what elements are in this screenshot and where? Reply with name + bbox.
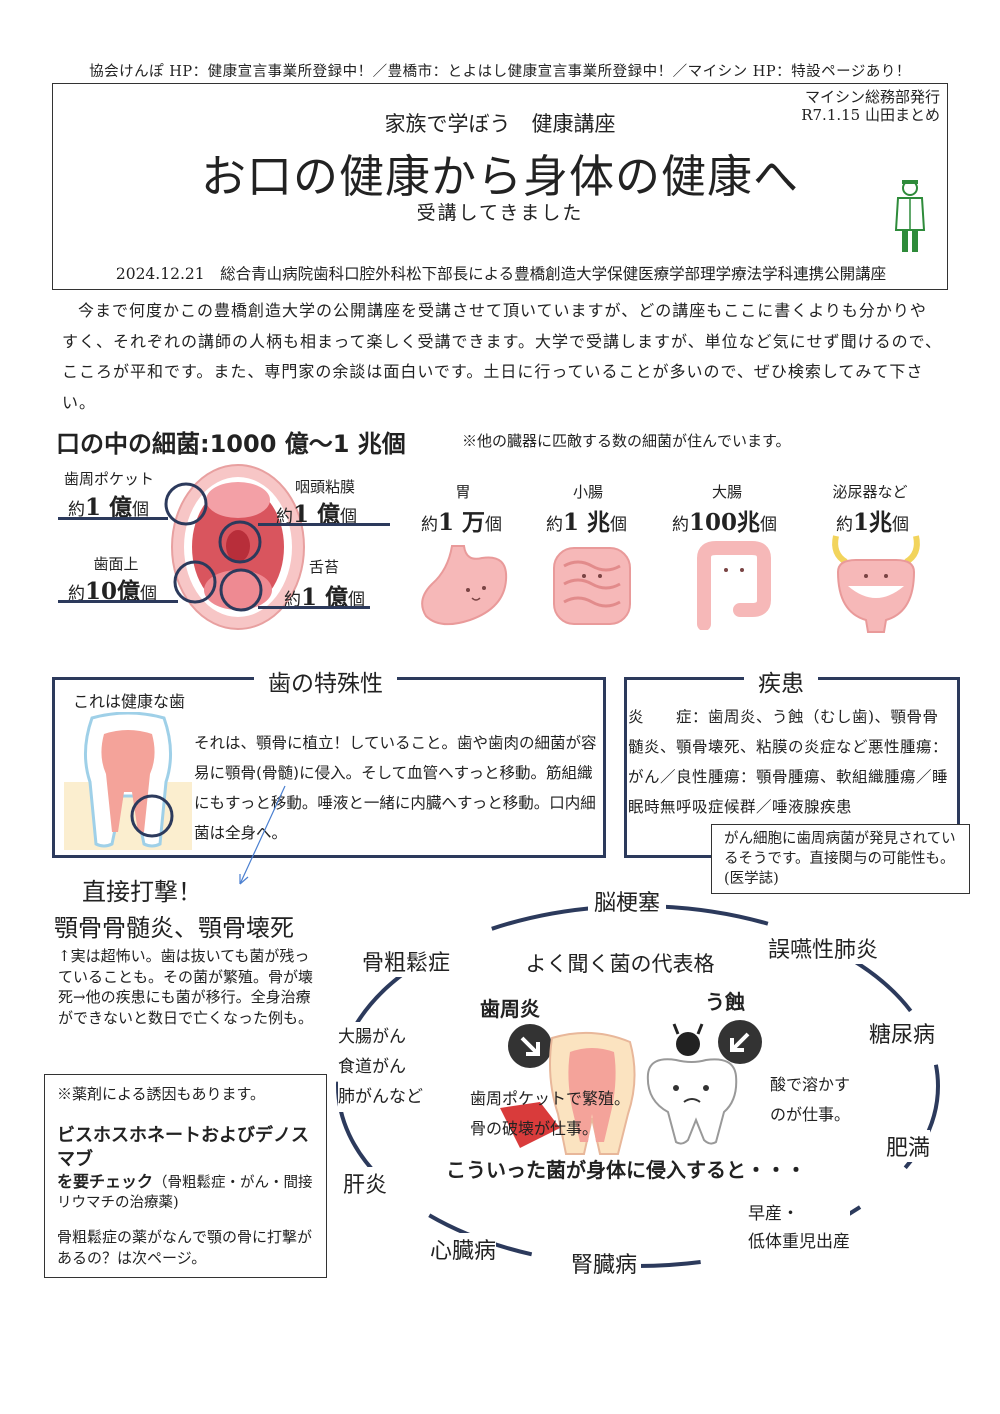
caries-desc-line-1: 酸で溶かす — [770, 1075, 851, 1094]
caries-desc-line-2: のが仕事。 — [770, 1105, 851, 1124]
disease-preterm-birth: 早産・ 低体重児出産 — [748, 1200, 850, 1256]
mouth-callout-markers — [164, 482, 263, 612]
drug-note-footer: 骨粗鬆症の薬がなんで顎の骨に打撃があるの？は次ページ。 — [57, 1228, 313, 1267]
periodontitis-desc-line-2: 骨の破壊が仕事。 — [470, 1119, 599, 1138]
disease-kidney: 腎臓病 — [567, 1247, 642, 1279]
header-subtitle: 家族で学ぼう 健康講座 — [384, 112, 616, 136]
disease-cerebral-infarction: 脳梗塞 — [588, 885, 667, 917]
direct-hit-body: ↑実は超怖い。歯は抜いても菌が残っていることも。その菌が繁殖。骨が壊死→他の疾患… — [58, 947, 314, 1027]
drug-note-check-bold: を要チェック — [57, 1172, 154, 1191]
caries-illustration — [646, 1020, 762, 1145]
mouth-label-periodontal-pocket: 歯周ポケット — [63, 470, 154, 488]
disease-obesity: 肥満 — [886, 1130, 931, 1162]
mouth-line-2 — [258, 523, 390, 526]
header-box — [52, 83, 948, 290]
caries-description: 酸で溶かす のが仕事。 — [770, 1070, 850, 1130]
issuer-line-2: R7.1.15 山田まとめ — [801, 106, 940, 124]
drug-note-check: を要チェック（骨粗鬆症・がん・間接リウマチの治療薬) — [57, 1172, 314, 1213]
large-intestine-icon — [697, 541, 771, 630]
cycle-center-title: よく聞く菌の代表格 — [525, 952, 715, 976]
organ-label-small-intestine: 小腸 — [572, 483, 603, 501]
disease-cancer-line-3: 肺がんなど — [338, 1087, 423, 1107]
periodontitis-label: 歯周炎 — [480, 997, 540, 1021]
disease-cancer-line-1: 大腸がん — [338, 1027, 406, 1047]
disease-aspiration-pneumonia: 誤嚥性肺炎 — [768, 932, 879, 964]
healthy-tooth-illustration — [64, 712, 192, 850]
mouth-count-periodontal-pocket: 約1 億個 — [68, 494, 150, 521]
disease-preterm-line-2: 低体重児出産 — [748, 1232, 850, 1252]
disease-diabetes: 糖尿病 — [869, 1017, 936, 1049]
disease-cancers: 大腸がん 食道がん 肺がんなど — [338, 1022, 423, 1112]
drug-note-drug-names: ビスホスホネートおよびデノスマブ — [57, 1125, 309, 1170]
disease-heart: 心臓病 — [430, 1233, 497, 1265]
cancer-bacteria-note: がん細胞に歯周病菌が発見されているそうです。直接関与の可能性も。(医学誌) — [711, 824, 970, 894]
top-banner: 協会けんぽ HP：健康宣言事業所登録中！／豊橋市：とよはし健康宣言事業所登録中！… — [89, 64, 911, 80]
periodontitis-illustration — [500, 1024, 636, 1155]
healthy-tooth-caption: これは健康な歯 — [73, 692, 186, 711]
drug-note-check-rest: （骨粗鬆症・がん・間接リウマチの治療薬) — [57, 1175, 313, 1211]
lecture-date-line: 2024.12.21 総合青山病院歯科口腔外科松下部長による豊橋創造大学保健医療… — [115, 265, 887, 283]
intro-paragraph: 今まで何度かこの豊橋創造大学の公開講座を受講させて頂いていますが、どの講座もここ… — [62, 301, 943, 412]
header-subheading: 受講してきました — [416, 202, 584, 224]
small-intestine-icon — [553, 547, 631, 625]
cycle-bottom-text: こういった菌が身体に侵入すると・・・ — [446, 1158, 806, 1182]
stomach-icon — [421, 545, 508, 626]
periodontitis-description: 歯周ポケットで繁殖。 骨の破壊が仕事。 — [470, 1084, 630, 1144]
drug-note-intro: ※薬剤による誘因もあります。 — [57, 1085, 266, 1103]
page-title: お口の健康から身体の健康へ — [200, 150, 799, 203]
mouth-label-tongue: 舌苔 — [308, 558, 339, 576]
organ-count-small-intestine: 約1 兆個 — [546, 509, 628, 536]
disease-osteoporosis: 骨粗鬆症 — [362, 945, 451, 977]
mouth-label-pharynx: 咽頭粘膜 — [294, 478, 355, 496]
mouth-line-3 — [58, 600, 178, 603]
issuer-info: マイシン総務部発行 R7.1.15 山田まとめ — [760, 88, 940, 124]
bacteria-title: 口の中の細菌:1000 億～1 兆個 — [56, 430, 406, 458]
organ-count-stomach: 約1 万個 — [421, 509, 503, 536]
organ-label-stomach: 胃 — [455, 483, 471, 501]
teeth-arrow — [239, 785, 286, 885]
organ-count-large-intestine: 約100兆個 — [672, 509, 778, 536]
mouth-label-tooth-surface: 歯面上 — [93, 555, 139, 573]
disease-section-body: 炎 症：歯周炎、う蝕（むし歯)、顎骨骨髄炎、顎骨壊死、粘膜の炎症など悪性腫瘍：が… — [628, 708, 949, 816]
organ-label-urinary: 泌尿器など — [832, 483, 908, 501]
teeth-section-title: 歯の特殊性 — [254, 664, 397, 698]
doctor-icon — [894, 180, 926, 252]
organ-label-large-intestine: 大腸 — [711, 483, 742, 501]
caries-label: う蝕 — [705, 990, 745, 1014]
teeth-section-body: それは、顎骨に植立！していること。歯や歯肉の細菌が容易に顎骨(骨髄)に侵入。そし… — [194, 734, 597, 842]
disease-hepatitis: 肝炎 — [343, 1167, 388, 1199]
mouth-line-4 — [258, 606, 370, 609]
drug-note-box: ※薬剤による誘因もあります。 ビスホスホネートおよびデノスマブ を要チェック（骨… — [44, 1074, 327, 1278]
disease-preterm-line-1: 早産・ — [748, 1204, 799, 1224]
mouth-line-1 — [58, 517, 168, 520]
issuer-line-1: マイシン総務部発行 — [804, 88, 940, 106]
bladder-icon — [832, 535, 920, 633]
direct-hit-heading: 直接打撃！ — [82, 878, 202, 906]
organ-count-urinary: 約1兆個 — [836, 509, 910, 536]
bacteria-note: ※他の臓器に匹敵する数の細菌が住んでいます。 — [462, 432, 791, 450]
disease-cancer-line-2: 食道がん — [338, 1057, 406, 1077]
disease-section-title: 疾患 — [744, 664, 818, 698]
periodontitis-desc-line-1: 歯周ポケットで繁殖。 — [470, 1089, 631, 1108]
direct-hit-subheading: 顎骨骨髄炎、顎骨壊死 — [54, 914, 294, 942]
